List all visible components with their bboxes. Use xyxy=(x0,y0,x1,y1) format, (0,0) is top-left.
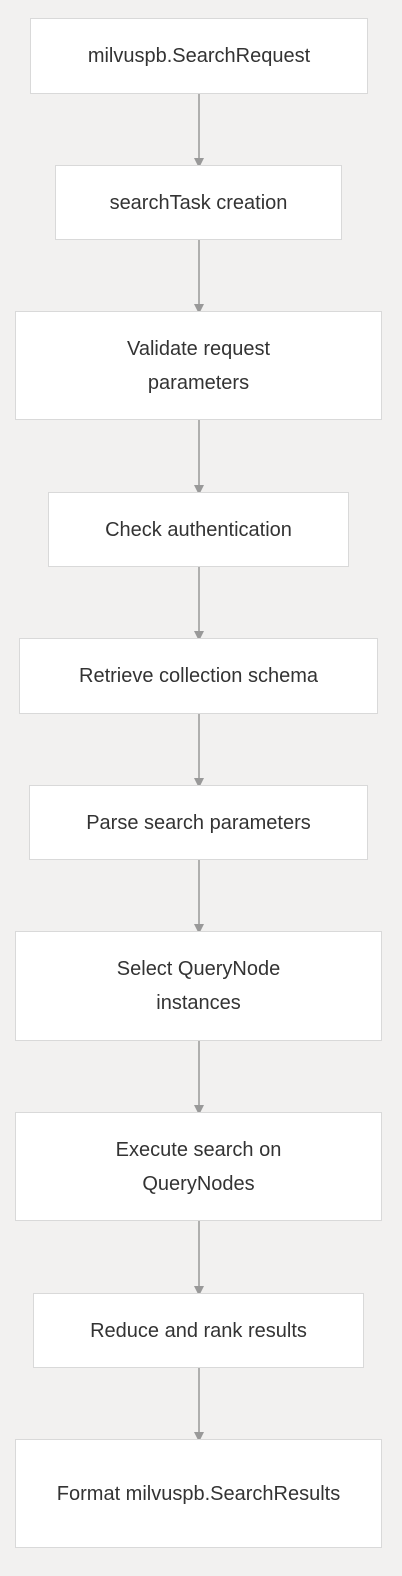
node-label: Parse search parameters xyxy=(86,811,311,834)
node-label: Validate request parameters xyxy=(126,337,271,394)
node-label: Execute search on QueryNodes xyxy=(115,1138,282,1195)
node-search-request: milvuspb.SearchRequest xyxy=(30,18,368,94)
node-retrieve-collection-schema: Retrieve collection schema xyxy=(19,638,378,714)
node-check-authentication: Check authentication xyxy=(48,492,349,567)
node-parse-search-parameters: Parse search parameters xyxy=(29,785,368,860)
node-label: Retrieve collection schema xyxy=(79,665,318,687)
node-select-querynode-instances: Select QueryNode instances xyxy=(15,931,382,1041)
node-label: Reduce and rank results xyxy=(90,1319,307,1342)
node-label: Format milvuspb.SearchResults xyxy=(56,1482,341,1505)
node-label: Check authentication xyxy=(105,518,292,541)
node-format-search-results: Format milvuspb.SearchResults xyxy=(15,1439,382,1548)
node-validate-request-parameters: Validate request parameters xyxy=(15,311,382,420)
node-reduce-and-rank-results: Reduce and rank results xyxy=(33,1293,364,1368)
node-label: searchTask creation xyxy=(109,191,288,214)
node-label: milvuspb.SearchRequest xyxy=(87,45,311,67)
node-label: Select QueryNode instances xyxy=(116,958,281,1014)
node-execute-search-on-querynodes: Execute search on QueryNodes xyxy=(15,1112,382,1221)
node-search-task-creation: searchTask creation xyxy=(55,165,342,240)
